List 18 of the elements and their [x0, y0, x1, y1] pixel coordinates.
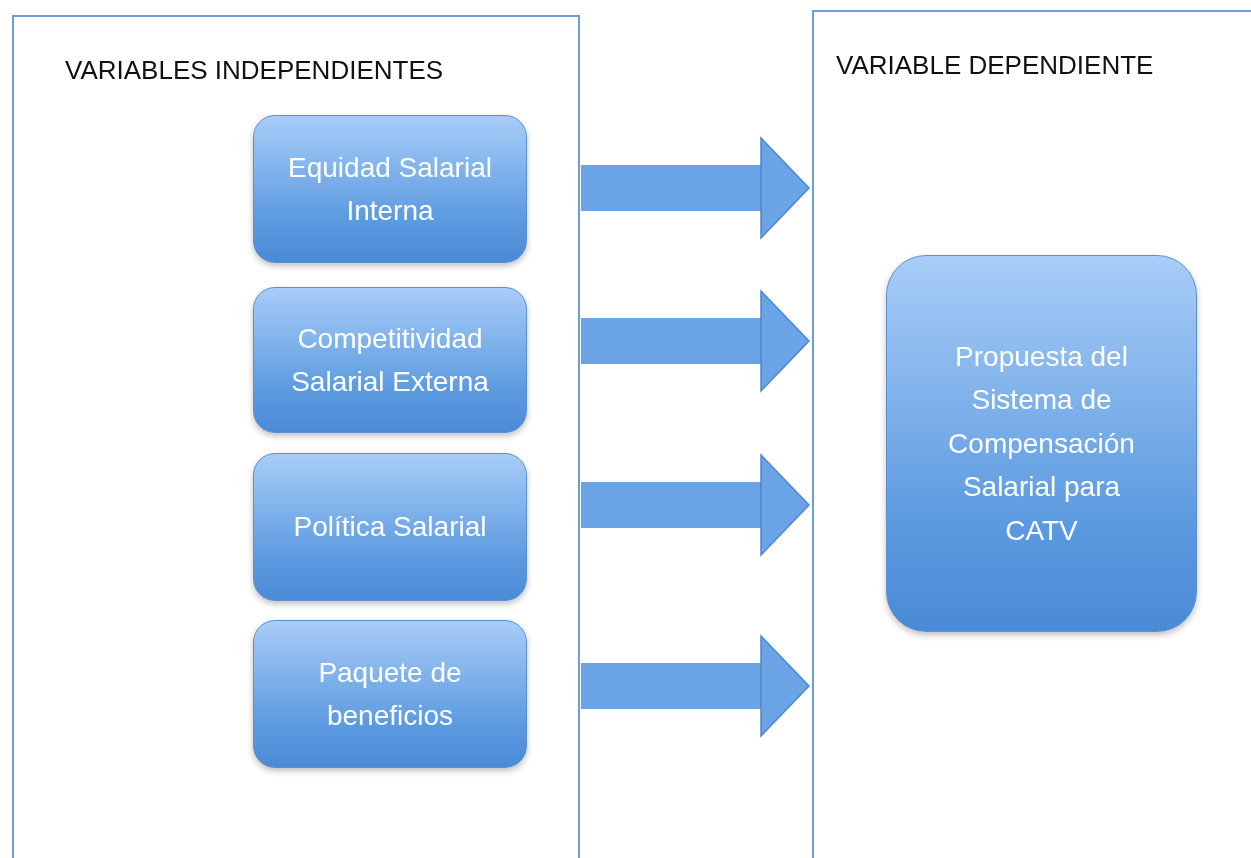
box-label: Paquete de beneficios [317, 655, 463, 733]
block-arrow [581, 635, 810, 737]
box-label: Competitividad Salarial Externa [290, 321, 490, 399]
block-arrow [581, 290, 810, 392]
panel-heading: VARIABLES INDEPENDIENTES [65, 55, 444, 86]
block-arrow [581, 137, 810, 239]
rounded-box [253, 287, 527, 433]
rounded-box [886, 255, 1197, 632]
rounded-box [253, 115, 527, 263]
box-label: Propuesta del Sistema de Compensación Salarial para CATV [947, 340, 1136, 548]
panel-frame [812, 10, 1251, 858]
rounded-box [253, 453, 527, 601]
panel-frame [12, 15, 580, 858]
box-label: Política Salarial [293, 510, 487, 545]
block-arrow [581, 454, 810, 556]
box-label: Equidad Salarial Interna [287, 150, 493, 228]
panel-heading: VARIABLE DEPENDIENTE [836, 50, 1154, 81]
rounded-box [253, 620, 527, 768]
